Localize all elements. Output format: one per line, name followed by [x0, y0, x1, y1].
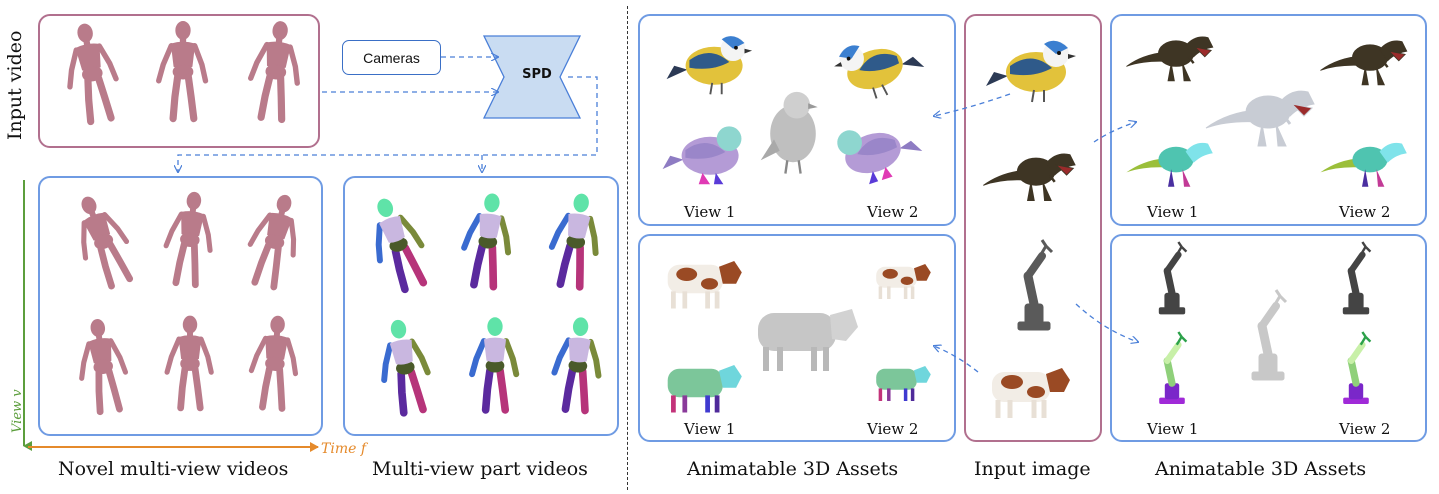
novel-view-mannequins — [65, 189, 307, 413]
cow-assets-frame — [638, 234, 956, 442]
robot-arrow — [1075, 303, 1138, 342]
robot-assets-frame — [1110, 234, 1427, 442]
cow-arrow — [934, 346, 979, 373]
input-images — [982, 39, 1077, 418]
trex-view1-label: View 1 — [1147, 203, 1199, 221]
input-video-label: Input video — [4, 30, 26, 140]
caption-novel-views: Novel multi-view videos — [58, 458, 289, 480]
robot-assets — [1159, 242, 1370, 404]
caption-input-image: Input image — [974, 458, 1091, 480]
caption-part-views: Multi-view part videos — [372, 458, 588, 480]
cow-view2-label: View 2 — [867, 420, 919, 438]
novel-views-frame — [38, 176, 323, 436]
robot-view1-label: View 1 — [1147, 420, 1199, 438]
cow-view1-label: View 1 — [684, 420, 736, 438]
input-video-frame — [38, 14, 320, 148]
trex-arrow — [1093, 122, 1136, 143]
trex-assets — [1125, 35, 1409, 187]
bird-assets — [662, 25, 930, 190]
view-axis-label: View v — [10, 389, 25, 433]
section-divider — [627, 6, 628, 490]
cameras-box: Cameras — [342, 40, 441, 75]
bird-arrow — [934, 93, 1011, 116]
bird-view2-label: View 2 — [867, 203, 919, 221]
spd-output-arrow — [178, 76, 598, 172]
spd-label: SPD — [522, 67, 552, 82]
spd-block — [482, 35, 582, 119]
caption-assets-right: Animatable 3D Assets — [1155, 458, 1367, 480]
robot-view2-label: View 2 — [1339, 420, 1391, 438]
cow-assets — [668, 261, 933, 413]
time-axis-label: Time f — [321, 441, 367, 457]
trex-assets-frame — [1110, 14, 1427, 226]
bird-view1-label: View 1 — [684, 203, 736, 221]
part-view-mannequins — [360, 191, 603, 416]
bird-assets-frame — [638, 14, 956, 226]
trex-view2-label: View 2 — [1339, 203, 1391, 221]
caption-assets-left: Animatable 3D Assets — [687, 458, 899, 480]
input-video-mannequins — [60, 19, 304, 124]
part-views-frame — [343, 176, 619, 436]
input-image-frame — [964, 14, 1102, 442]
